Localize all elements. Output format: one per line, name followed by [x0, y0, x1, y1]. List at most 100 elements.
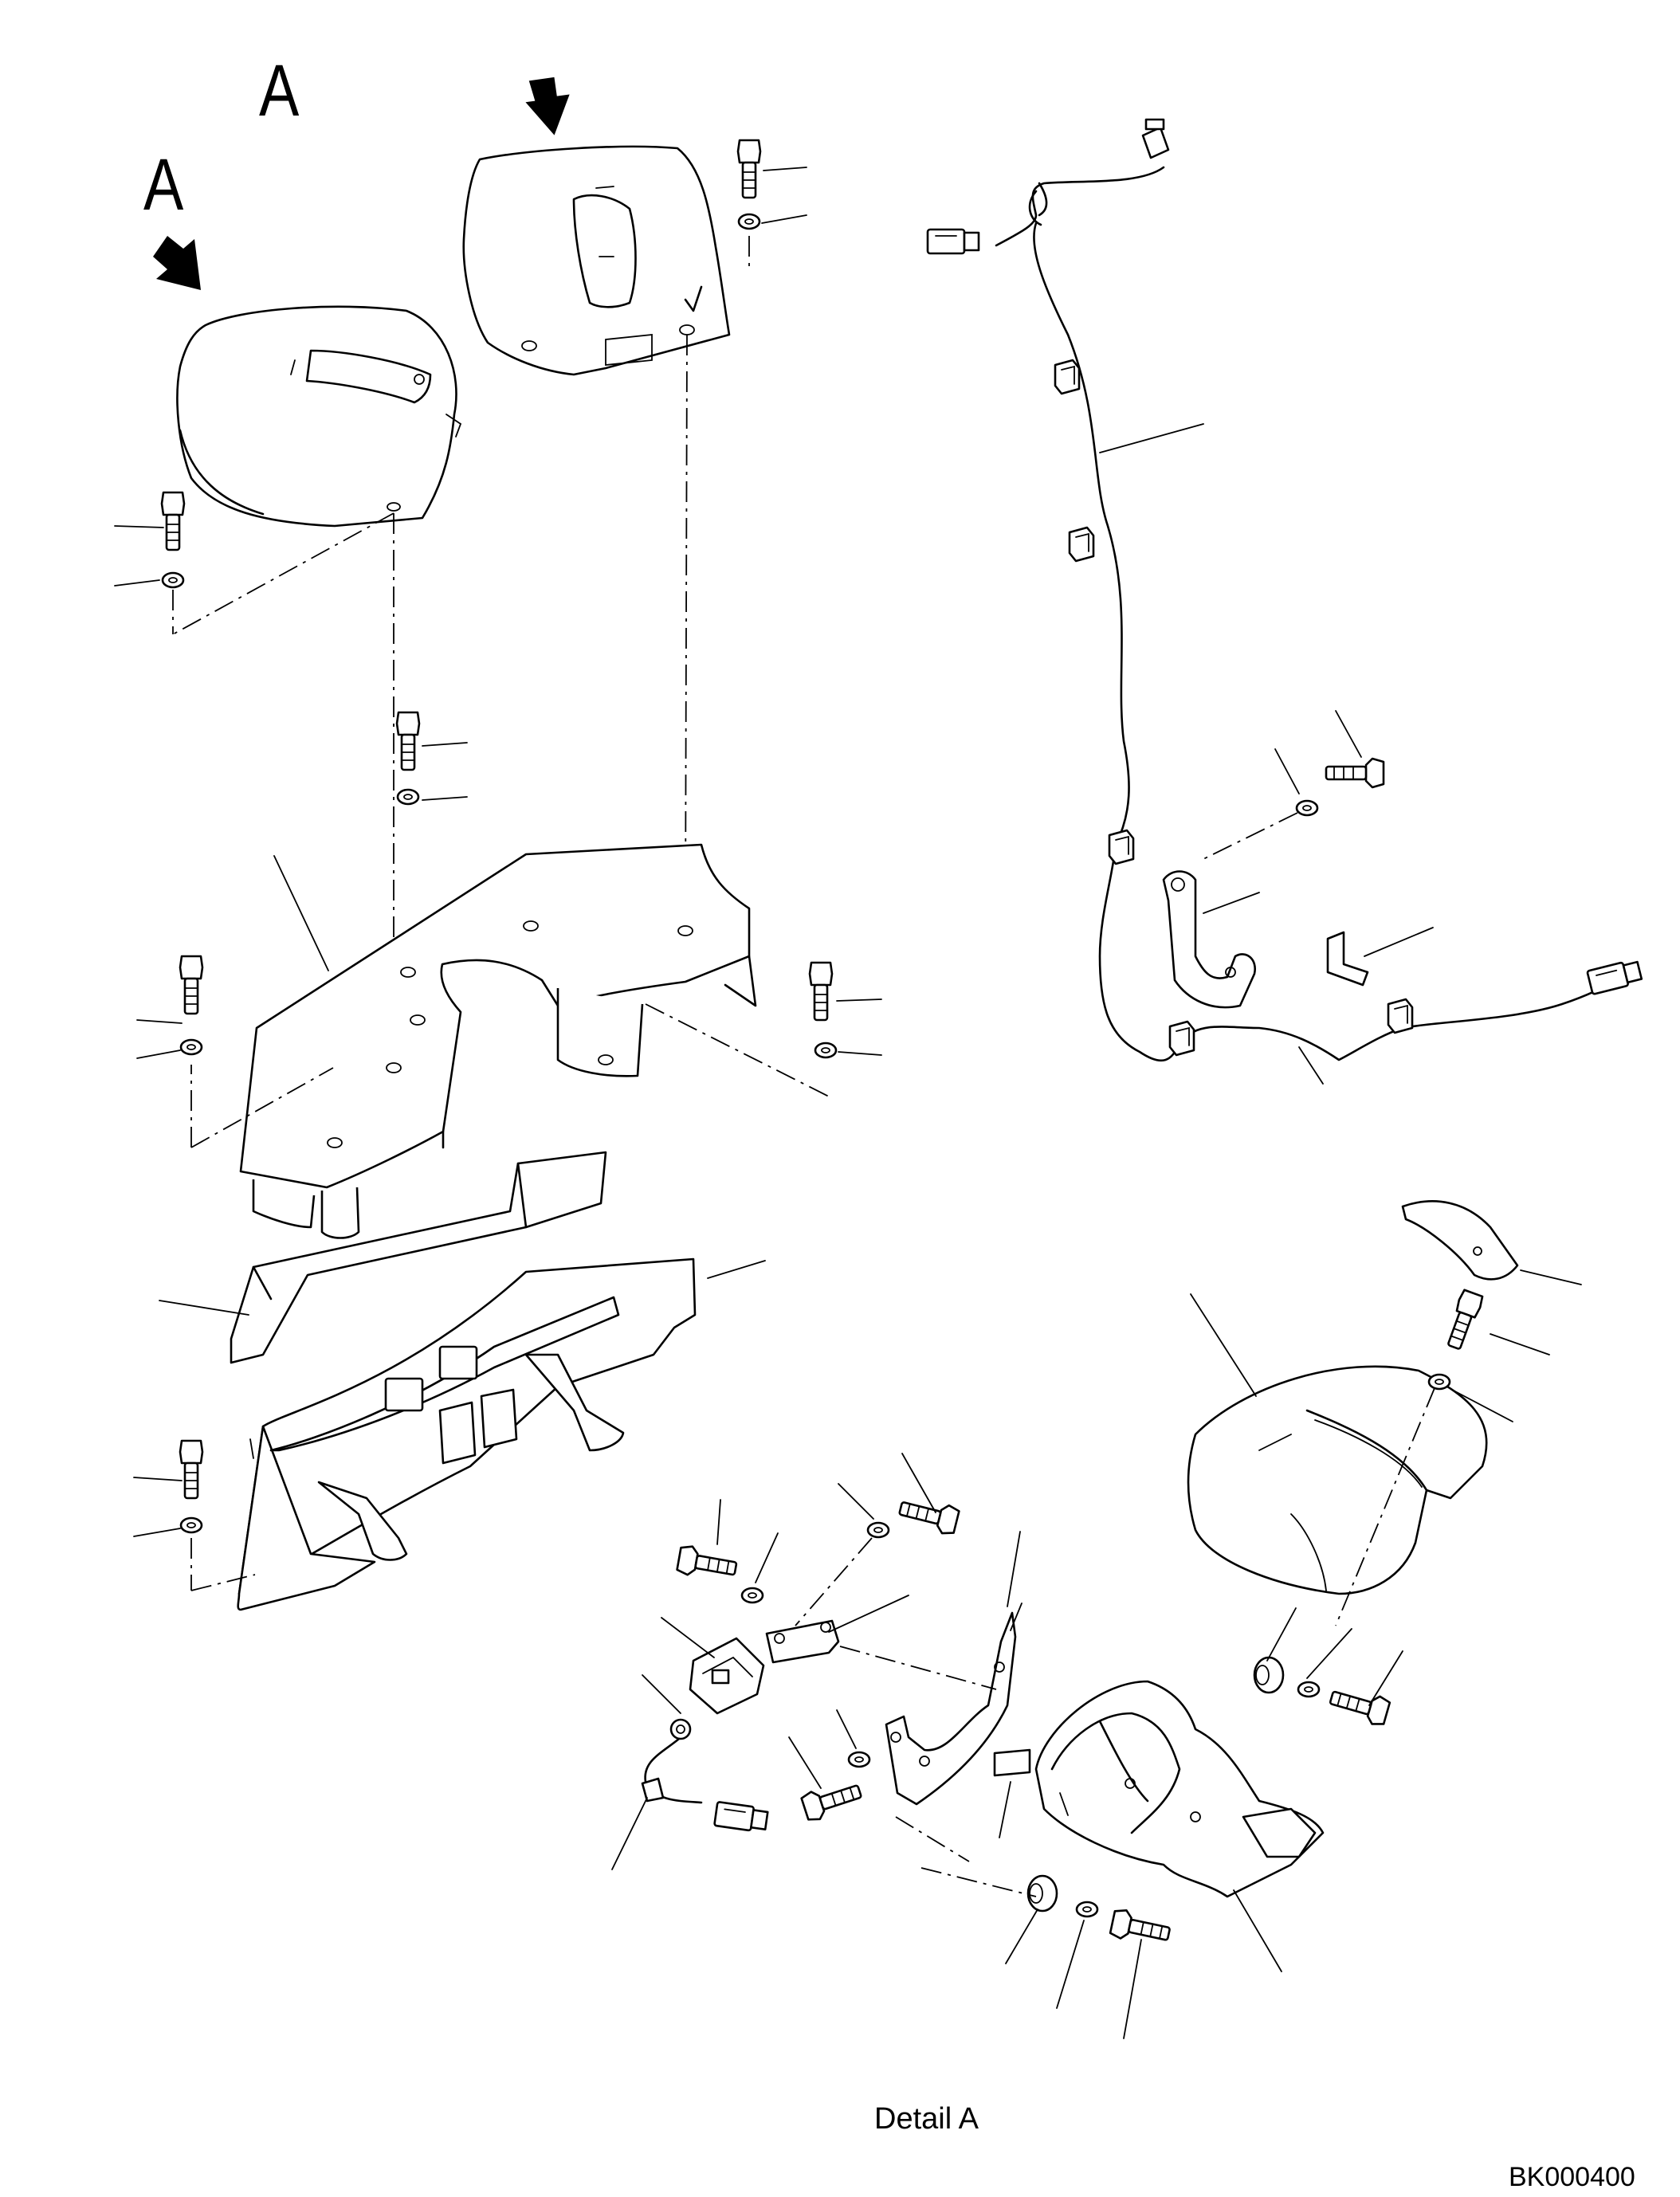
harness-clamp-icon [1068, 526, 1095, 563]
detail-a-switch [641, 1637, 765, 1804]
washer-icon [1427, 1373, 1451, 1391]
leader-line [159, 1300, 249, 1316]
leader-line [716, 1499, 721, 1545]
leader-lines [114, 167, 807, 801]
harness-clamp-icon [1054, 359, 1081, 395]
wire-harness [995, 118, 1603, 1062]
foam-channel-strip [230, 1151, 607, 1364]
leader-line [133, 1528, 181, 1537]
washer-icon [396, 788, 420, 806]
washer-icon [866, 1521, 890, 1539]
leader-line [611, 1797, 648, 1870]
leader-line [1520, 1269, 1582, 1285]
view-marker-label: A [143, 144, 184, 226]
leader-line [133, 1477, 183, 1481]
harness-clamp-icon [1387, 998, 1414, 1034]
leader-line [1005, 1909, 1038, 1964]
leader-line [707, 1260, 766, 1279]
leader-line [838, 1051, 882, 1056]
leader-line [1056, 1920, 1085, 2009]
connector-icon [1586, 957, 1644, 996]
harness-clamp-icon [1168, 1020, 1195, 1057]
leader-line [788, 1736, 822, 1789]
washer-icon [179, 1516, 203, 1534]
leader-line [1490, 1333, 1550, 1355]
lower-switch-bracket [237, 1257, 697, 1611]
washer-icon [179, 1038, 203, 1056]
bolt-icon [736, 139, 762, 199]
leader-line [828, 1595, 909, 1633]
bolt-icon [179, 955, 204, 1015]
left-console-cover [176, 305, 462, 528]
leader-line [1364, 927, 1434, 957]
washer-icon [1297, 1681, 1321, 1698]
leader-line [661, 1617, 715, 1658]
connector-icon [926, 228, 980, 255]
leader-line [1123, 1939, 1142, 2039]
washer-icon [740, 1587, 764, 1604]
leader-line [999, 1781, 1011, 1838]
washer-icon [737, 213, 761, 230]
leader-line [1451, 1389, 1513, 1422]
right-console-cover [462, 145, 731, 376]
assembly-line [795, 1537, 873, 1626]
bolt-icon [1442, 1288, 1486, 1352]
detail-a-housing [1034, 1680, 1325, 1898]
bolt-icon [799, 1776, 866, 1824]
detail-caption: Detail A [874, 2102, 979, 2136]
drawing-number: BK000400 [1509, 2162, 1635, 2192]
washer-icon [814, 1042, 838, 1059]
leader-line [836, 998, 882, 1002]
bolt-icon [1326, 1682, 1392, 1728]
detail-a-lens-strip [1401, 1200, 1519, 1281]
assembly-line [920, 1867, 1037, 1897]
leader-line [1335, 710, 1362, 758]
leader-line [1368, 1650, 1403, 1706]
washer-icon [1075, 1901, 1099, 1918]
leader-line [755, 1532, 779, 1583]
leader-line [1010, 1603, 1023, 1631]
view-marker-label: A [259, 50, 300, 131]
view-arrow-icon-2 [153, 236, 201, 290]
mounting-bracket-plate [190, 843, 830, 1239]
leader-line [1233, 1889, 1282, 1972]
leader-line [901, 1453, 936, 1513]
bolt-icon [808, 961, 834, 1022]
leader-line [1298, 1046, 1324, 1085]
leader-line [836, 1709, 857, 1749]
leader-line [136, 1049, 181, 1059]
bolt-icon [1325, 757, 1385, 789]
detail-a-small-plate [765, 1619, 840, 1664]
assembly-line [1335, 1387, 1435, 1626]
assembly-line [895, 1816, 970, 1862]
leader-line [838, 1483, 874, 1520]
view-arrow-icon [525, 77, 570, 135]
assembly-line [839, 1646, 997, 1690]
assembly-line [1199, 812, 1298, 861]
leader-line [136, 1019, 183, 1024]
washer-icon [1295, 799, 1319, 817]
bolt-icon [395, 711, 421, 771]
leader-line [1007, 1531, 1021, 1607]
bolt-icon [675, 1543, 740, 1584]
detail-a-switch-bracket [885, 1611, 1031, 1806]
assembly-line [190, 1574, 256, 1591]
leader-line [1190, 1293, 1257, 1397]
detail-a-cover [1187, 1365, 1488, 1595]
leader-line [1306, 1628, 1352, 1679]
washer-icon [161, 571, 185, 589]
harness-bracket [1162, 870, 1256, 1009]
leader-line [1274, 748, 1300, 794]
leader-line [1266, 1607, 1297, 1661]
bolt-icon [160, 491, 186, 551]
washer-icon [847, 1751, 871, 1768]
grommet-icon [1253, 1656, 1285, 1694]
connector-icon [712, 1800, 770, 1834]
harness-clamp-icon [1108, 829, 1135, 865]
small-bracket [1326, 931, 1369, 987]
grommet-icon [1026, 1874, 1058, 1913]
leader-line [1203, 892, 1260, 914]
leader-line [273, 855, 329, 971]
bolt-icon [179, 1439, 204, 1500]
